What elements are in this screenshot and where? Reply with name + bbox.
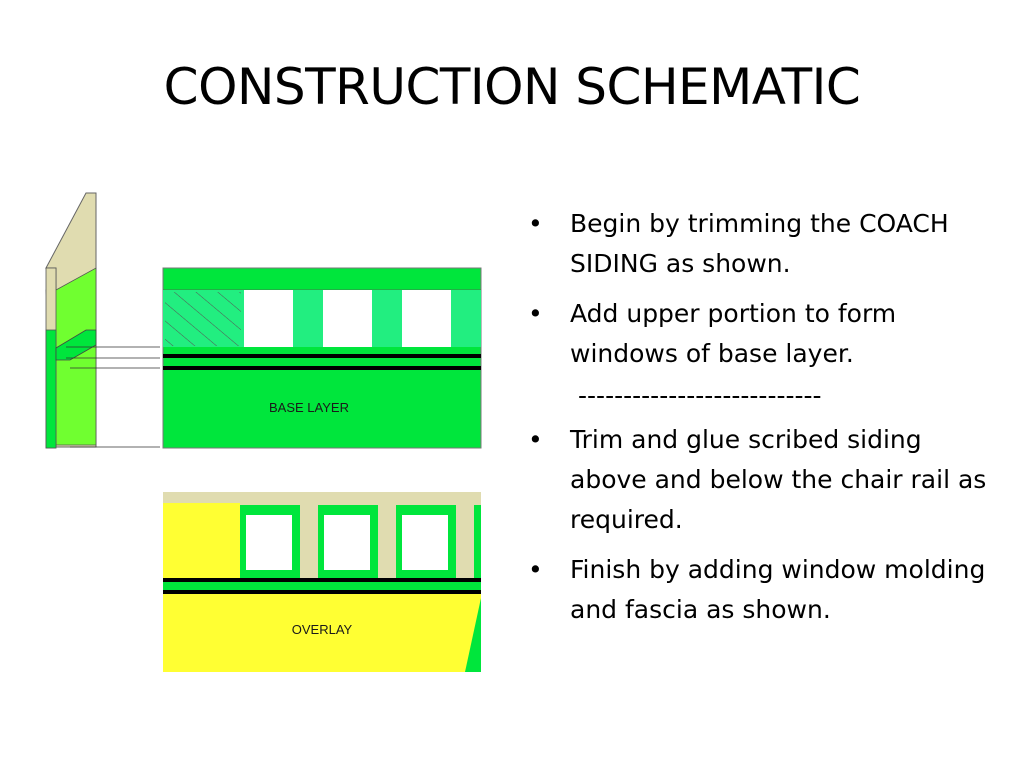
side-profile-view bbox=[45, 192, 160, 449]
base-window-1 bbox=[244, 290, 293, 347]
overlay-top-strip bbox=[163, 492, 481, 503]
overlay-chair-rail-top bbox=[163, 578, 481, 582]
overlay-window-2 bbox=[324, 515, 370, 570]
bullet-text: Trim and glue scribed siding above and b… bbox=[570, 425, 987, 534]
construction-diagram: BASE LAYER OVERLAY bbox=[45, 192, 482, 672]
overlay-frame-4 bbox=[474, 505, 481, 578]
overlay-panel: OVERLAY bbox=[163, 492, 481, 672]
bullet-text: Add upper portion to form windows of bas… bbox=[570, 299, 897, 368]
bullet-dot-icon: • bbox=[528, 555, 543, 584]
overlay-window-3 bbox=[402, 515, 448, 570]
base-window-2 bbox=[323, 290, 372, 347]
bullet-item: • Trim and glue scribed siding above and … bbox=[528, 420, 998, 540]
overlay-window-1 bbox=[246, 515, 292, 570]
base-chair-rail-top bbox=[163, 354, 481, 358]
base-window-3 bbox=[402, 290, 451, 347]
separator-line: --------------------------- bbox=[578, 381, 822, 410]
profile-front-green bbox=[45, 329, 57, 449]
bullet-item: • Add upper portion to form windows of ba… bbox=[528, 294, 998, 374]
base-chair-rail-bottom bbox=[163, 366, 481, 370]
bullet-text: Finish by adding window molding and fasc… bbox=[570, 555, 986, 624]
bullet-text: Begin by trimming the COACH SIDING as sh… bbox=[570, 209, 949, 278]
overlay-right-wedge bbox=[465, 598, 481, 672]
bullet-item: • Finish by adding window molding and fas… bbox=[528, 550, 998, 630]
overlay-label: OVERLAY bbox=[292, 622, 353, 637]
base-hatched-area bbox=[165, 292, 241, 346]
bullet-dot-icon: • bbox=[528, 209, 543, 238]
profile-chair-rail bbox=[55, 329, 97, 361]
overlay-chair-rail-bottom bbox=[163, 590, 481, 594]
bullet-item: • Begin by trimming the COACH SIDING as s… bbox=[528, 204, 998, 284]
instruction-list: • Begin by trimming the COACH SIDING as s… bbox=[528, 204, 998, 640]
bullet-dot-icon: • bbox=[528, 425, 543, 454]
base-layer-panel: BASE LAYER bbox=[162, 267, 482, 449]
base-layer-label: BASE LAYER bbox=[269, 400, 349, 415]
bullet-dot-icon: • bbox=[528, 299, 543, 328]
slide-title: CONSTRUCTION SCHEMATIC bbox=[163, 58, 861, 116]
